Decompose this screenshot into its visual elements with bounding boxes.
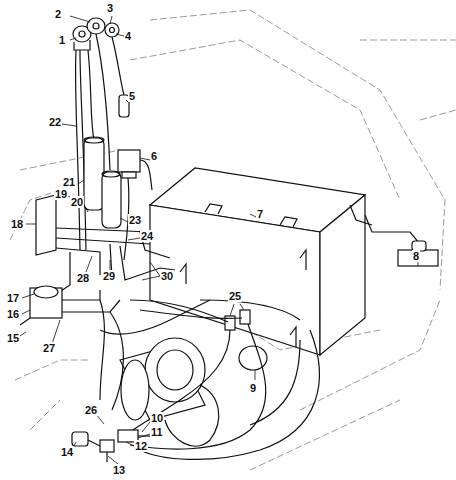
callout-number: 27 bbox=[42, 342, 56, 354]
callout-number: 9 bbox=[249, 382, 257, 394]
callout-number: 12 bbox=[134, 440, 148, 452]
callout-number: 25 bbox=[228, 290, 242, 302]
callout-number: 13 bbox=[112, 464, 126, 476]
callout-number: 30 bbox=[160, 270, 174, 282]
callout-number: 20 bbox=[70, 196, 84, 208]
callout-number: 10 bbox=[150, 412, 164, 424]
callout-number: 26 bbox=[84, 404, 98, 416]
callout-number: 6 bbox=[150, 150, 158, 162]
callout-number: 4 bbox=[124, 30, 132, 42]
callout-number: 21 bbox=[62, 176, 76, 188]
callout-number: 28 bbox=[76, 272, 90, 284]
callout-number: 23 bbox=[128, 214, 142, 226]
callout-number: 24 bbox=[140, 230, 154, 242]
callout-number: 7 bbox=[256, 208, 264, 220]
callout-number: 15 bbox=[6, 332, 20, 344]
components bbox=[20, 18, 438, 462]
callout-number: 19 bbox=[54, 188, 68, 200]
callout-number: 11 bbox=[150, 426, 164, 438]
callout-number: 3 bbox=[106, 2, 114, 14]
callout-number: 1 bbox=[58, 34, 66, 46]
callout-number: 18 bbox=[10, 218, 24, 230]
callout-number: 16 bbox=[6, 308, 20, 320]
callout-number: 2 bbox=[54, 8, 62, 20]
callout-number: 22 bbox=[48, 116, 62, 128]
callout-number: 14 bbox=[60, 446, 74, 458]
hull-outline bbox=[10, 10, 456, 470]
leader-lines bbox=[20, 16, 418, 464]
callout-number: 5 bbox=[128, 90, 136, 102]
callout-number: 17 bbox=[6, 292, 20, 304]
callout-number: 8 bbox=[412, 250, 420, 262]
callout-number: 29 bbox=[102, 270, 116, 282]
